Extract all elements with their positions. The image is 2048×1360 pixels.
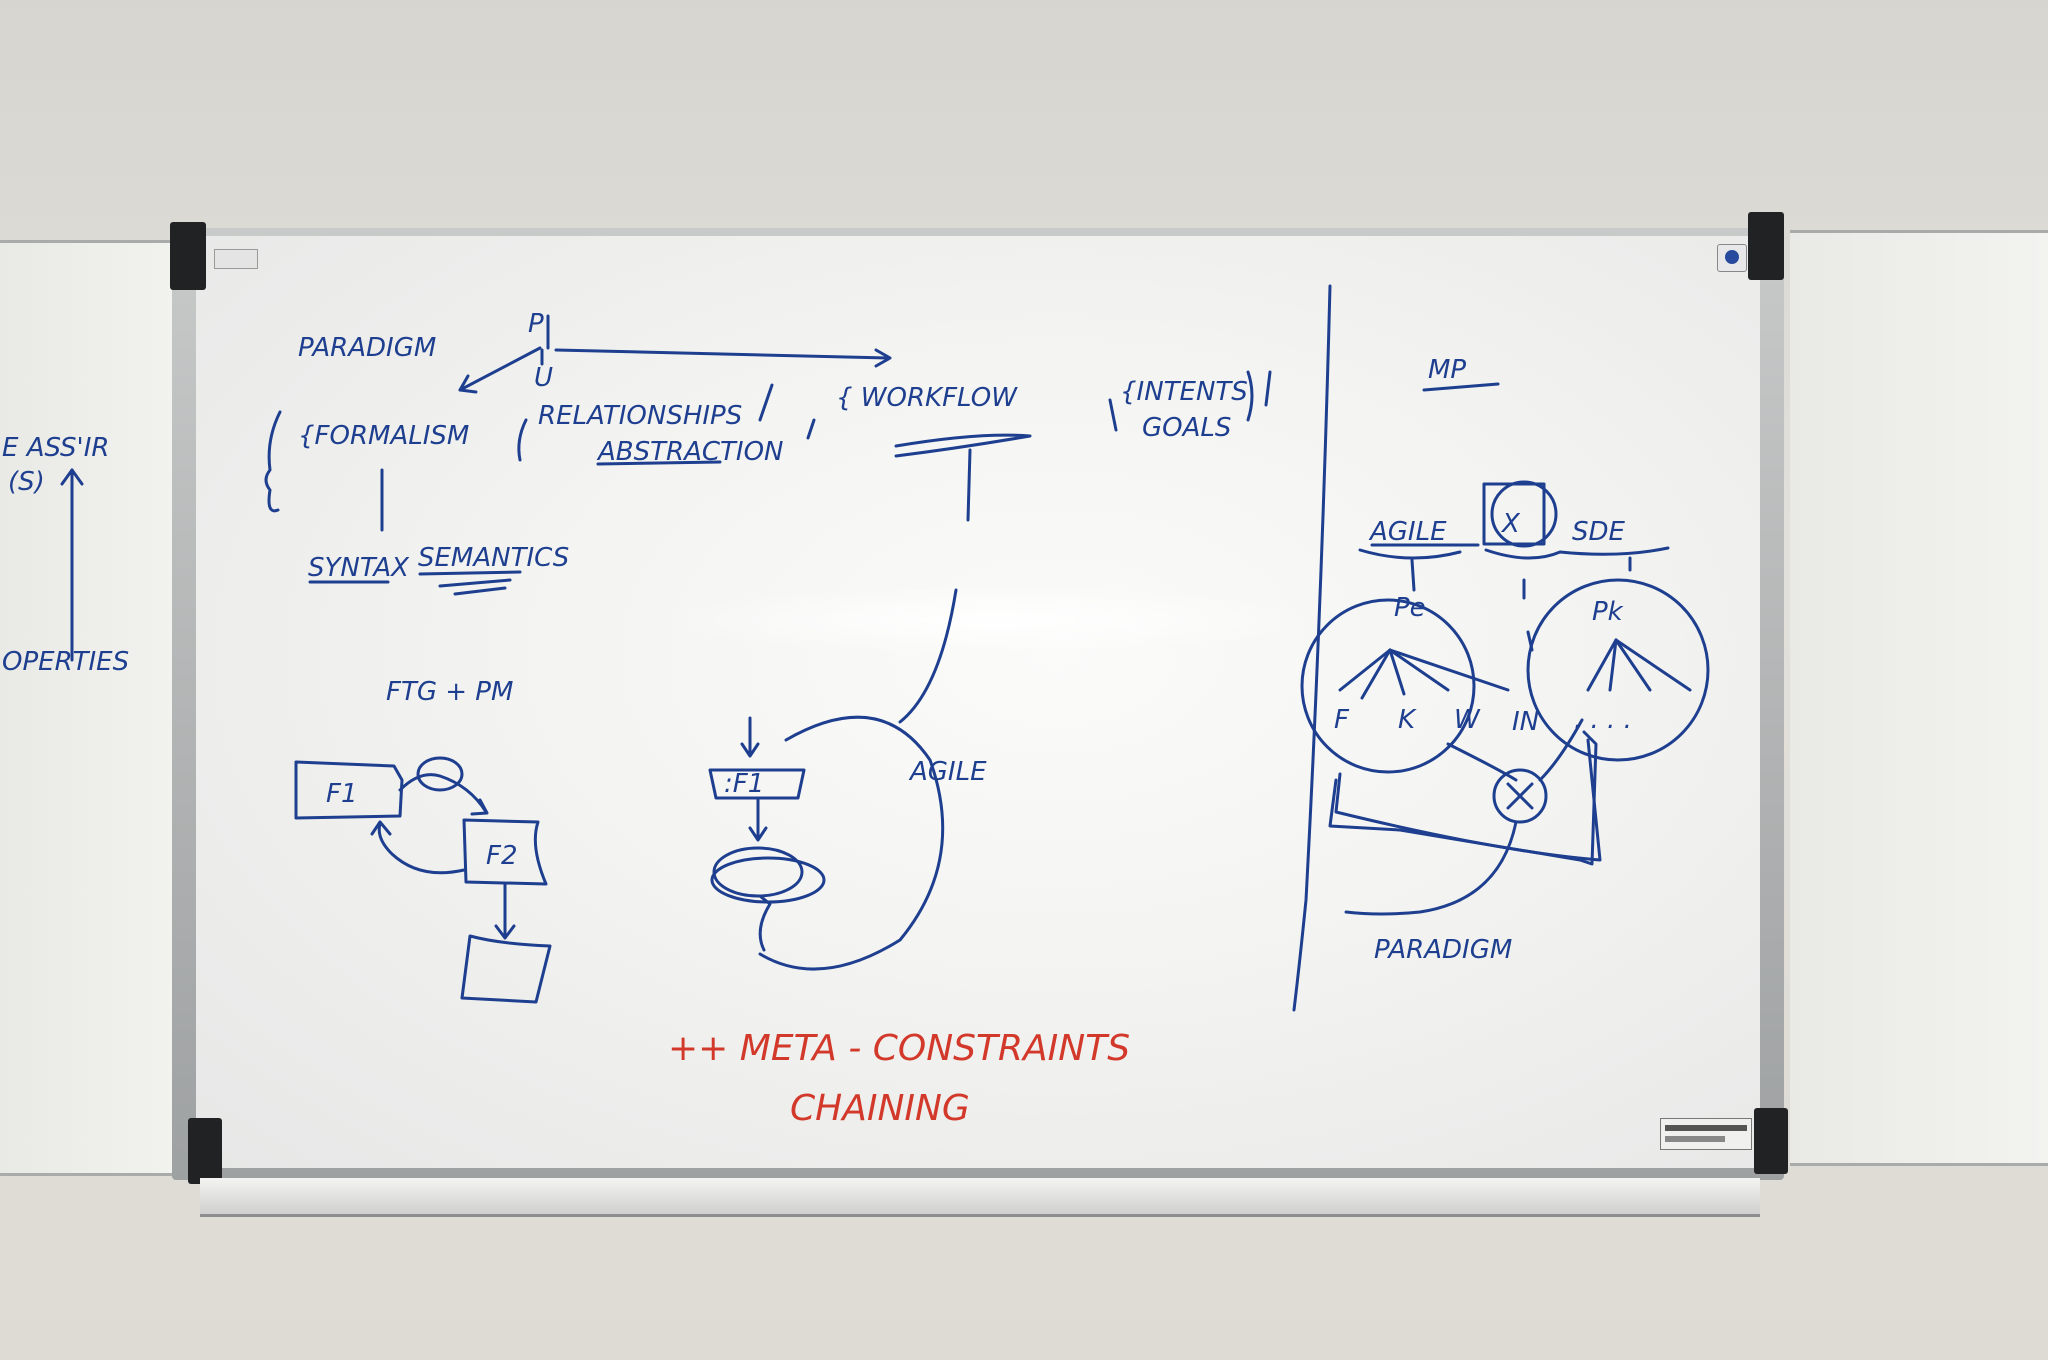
abstraction-label: ABSTRACTION xyxy=(596,437,783,467)
big-left-brace xyxy=(264,410,282,513)
union-symbol: U xyxy=(534,363,553,393)
f1-label: F1 xyxy=(326,779,358,809)
brand-sticker xyxy=(1660,1118,1752,1150)
leaf-w: W xyxy=(1454,705,1481,735)
paradigm-link xyxy=(1344,820,1518,916)
left-board-text-3: OPERTIES xyxy=(2,647,129,677)
agile-heading: AGILE xyxy=(1368,517,1447,547)
top-right-bracket xyxy=(1748,212,1784,280)
syntax-label: SYNTAX xyxy=(308,553,410,583)
corner-label-sticker xyxy=(214,249,258,269)
x-circle xyxy=(1490,480,1558,548)
formalism-label: {FORMALISM xyxy=(298,421,469,451)
output-box xyxy=(460,934,552,1004)
leaf-in: IN xyxy=(1512,707,1539,737)
decision-ellipse xyxy=(712,846,804,898)
mp-label: MP xyxy=(1428,355,1466,385)
pe-label: Pe xyxy=(1394,593,1426,623)
meta-constraints-label: ++ META - CONSTRAINTS xyxy=(668,1028,1130,1069)
semantics-underline xyxy=(418,570,522,576)
paradigm-symbol-p: P xyxy=(528,309,544,339)
workflow-to-agile-line xyxy=(898,588,958,724)
f1-instance-box xyxy=(708,768,806,800)
whiteboard-surface xyxy=(196,236,1760,1168)
board-divider-line xyxy=(1292,284,1332,1012)
logo-sticker xyxy=(1717,244,1747,272)
left-board-arrowhead xyxy=(60,468,84,486)
agile-loop-label: AGILE xyxy=(908,757,987,787)
mp-underline xyxy=(1422,382,1500,392)
chaining-label: CHAINING xyxy=(790,1088,970,1129)
bottom-left-bracket xyxy=(188,1118,222,1184)
pk-label: Pk xyxy=(1592,597,1624,627)
pk-circle xyxy=(1526,578,1710,762)
bottom-x-circle xyxy=(1492,768,1548,824)
left-board-text-1: E ASS'IR xyxy=(2,433,109,463)
combined-bracket xyxy=(1328,730,1598,866)
relationships-label: RELATIONSHIPS xyxy=(538,401,742,431)
leaf-dots: . . . . xyxy=(1574,705,1632,735)
x-operator: X xyxy=(1500,509,1521,539)
f2-box xyxy=(462,818,548,886)
f2-label: F2 xyxy=(486,841,518,871)
workflow-label: { WORKFLOW xyxy=(836,383,1018,413)
leaf-k: K xyxy=(1398,705,1417,735)
intents-label: {INTENTS xyxy=(1120,377,1248,407)
goals-label: GOALS xyxy=(1142,413,1231,443)
left-board-text-2: (S) xyxy=(8,467,45,497)
adjacent-whiteboard-right xyxy=(1790,230,2048,1166)
sde-heading: SDE xyxy=(1572,517,1626,547)
abstraction-underline xyxy=(596,460,722,466)
leaf-f: F xyxy=(1334,705,1350,735)
workflow-underline xyxy=(894,433,1032,458)
light-glare xyxy=(650,585,1330,655)
f1-box xyxy=(294,760,404,820)
branch-right xyxy=(554,348,890,360)
f1-instance-label: :F1 xyxy=(724,769,764,799)
marker-tray xyxy=(200,1178,1760,1217)
self-loop xyxy=(416,756,464,792)
bottom-right-bracket xyxy=(1754,1108,1788,1174)
paradigm-bottom-label: PARADIGM xyxy=(1374,935,1512,965)
adjacent-whiteboard-left xyxy=(0,240,200,1176)
branch-left xyxy=(458,346,542,392)
semantics-label: SEMANTICS xyxy=(418,543,569,573)
ftg-pm-label: FTG + PM xyxy=(386,677,513,707)
pe-circle xyxy=(1300,598,1476,774)
paradigm-heading: PARADIGM xyxy=(298,333,436,363)
top-left-bracket xyxy=(170,222,206,290)
agile-loop xyxy=(758,715,945,971)
